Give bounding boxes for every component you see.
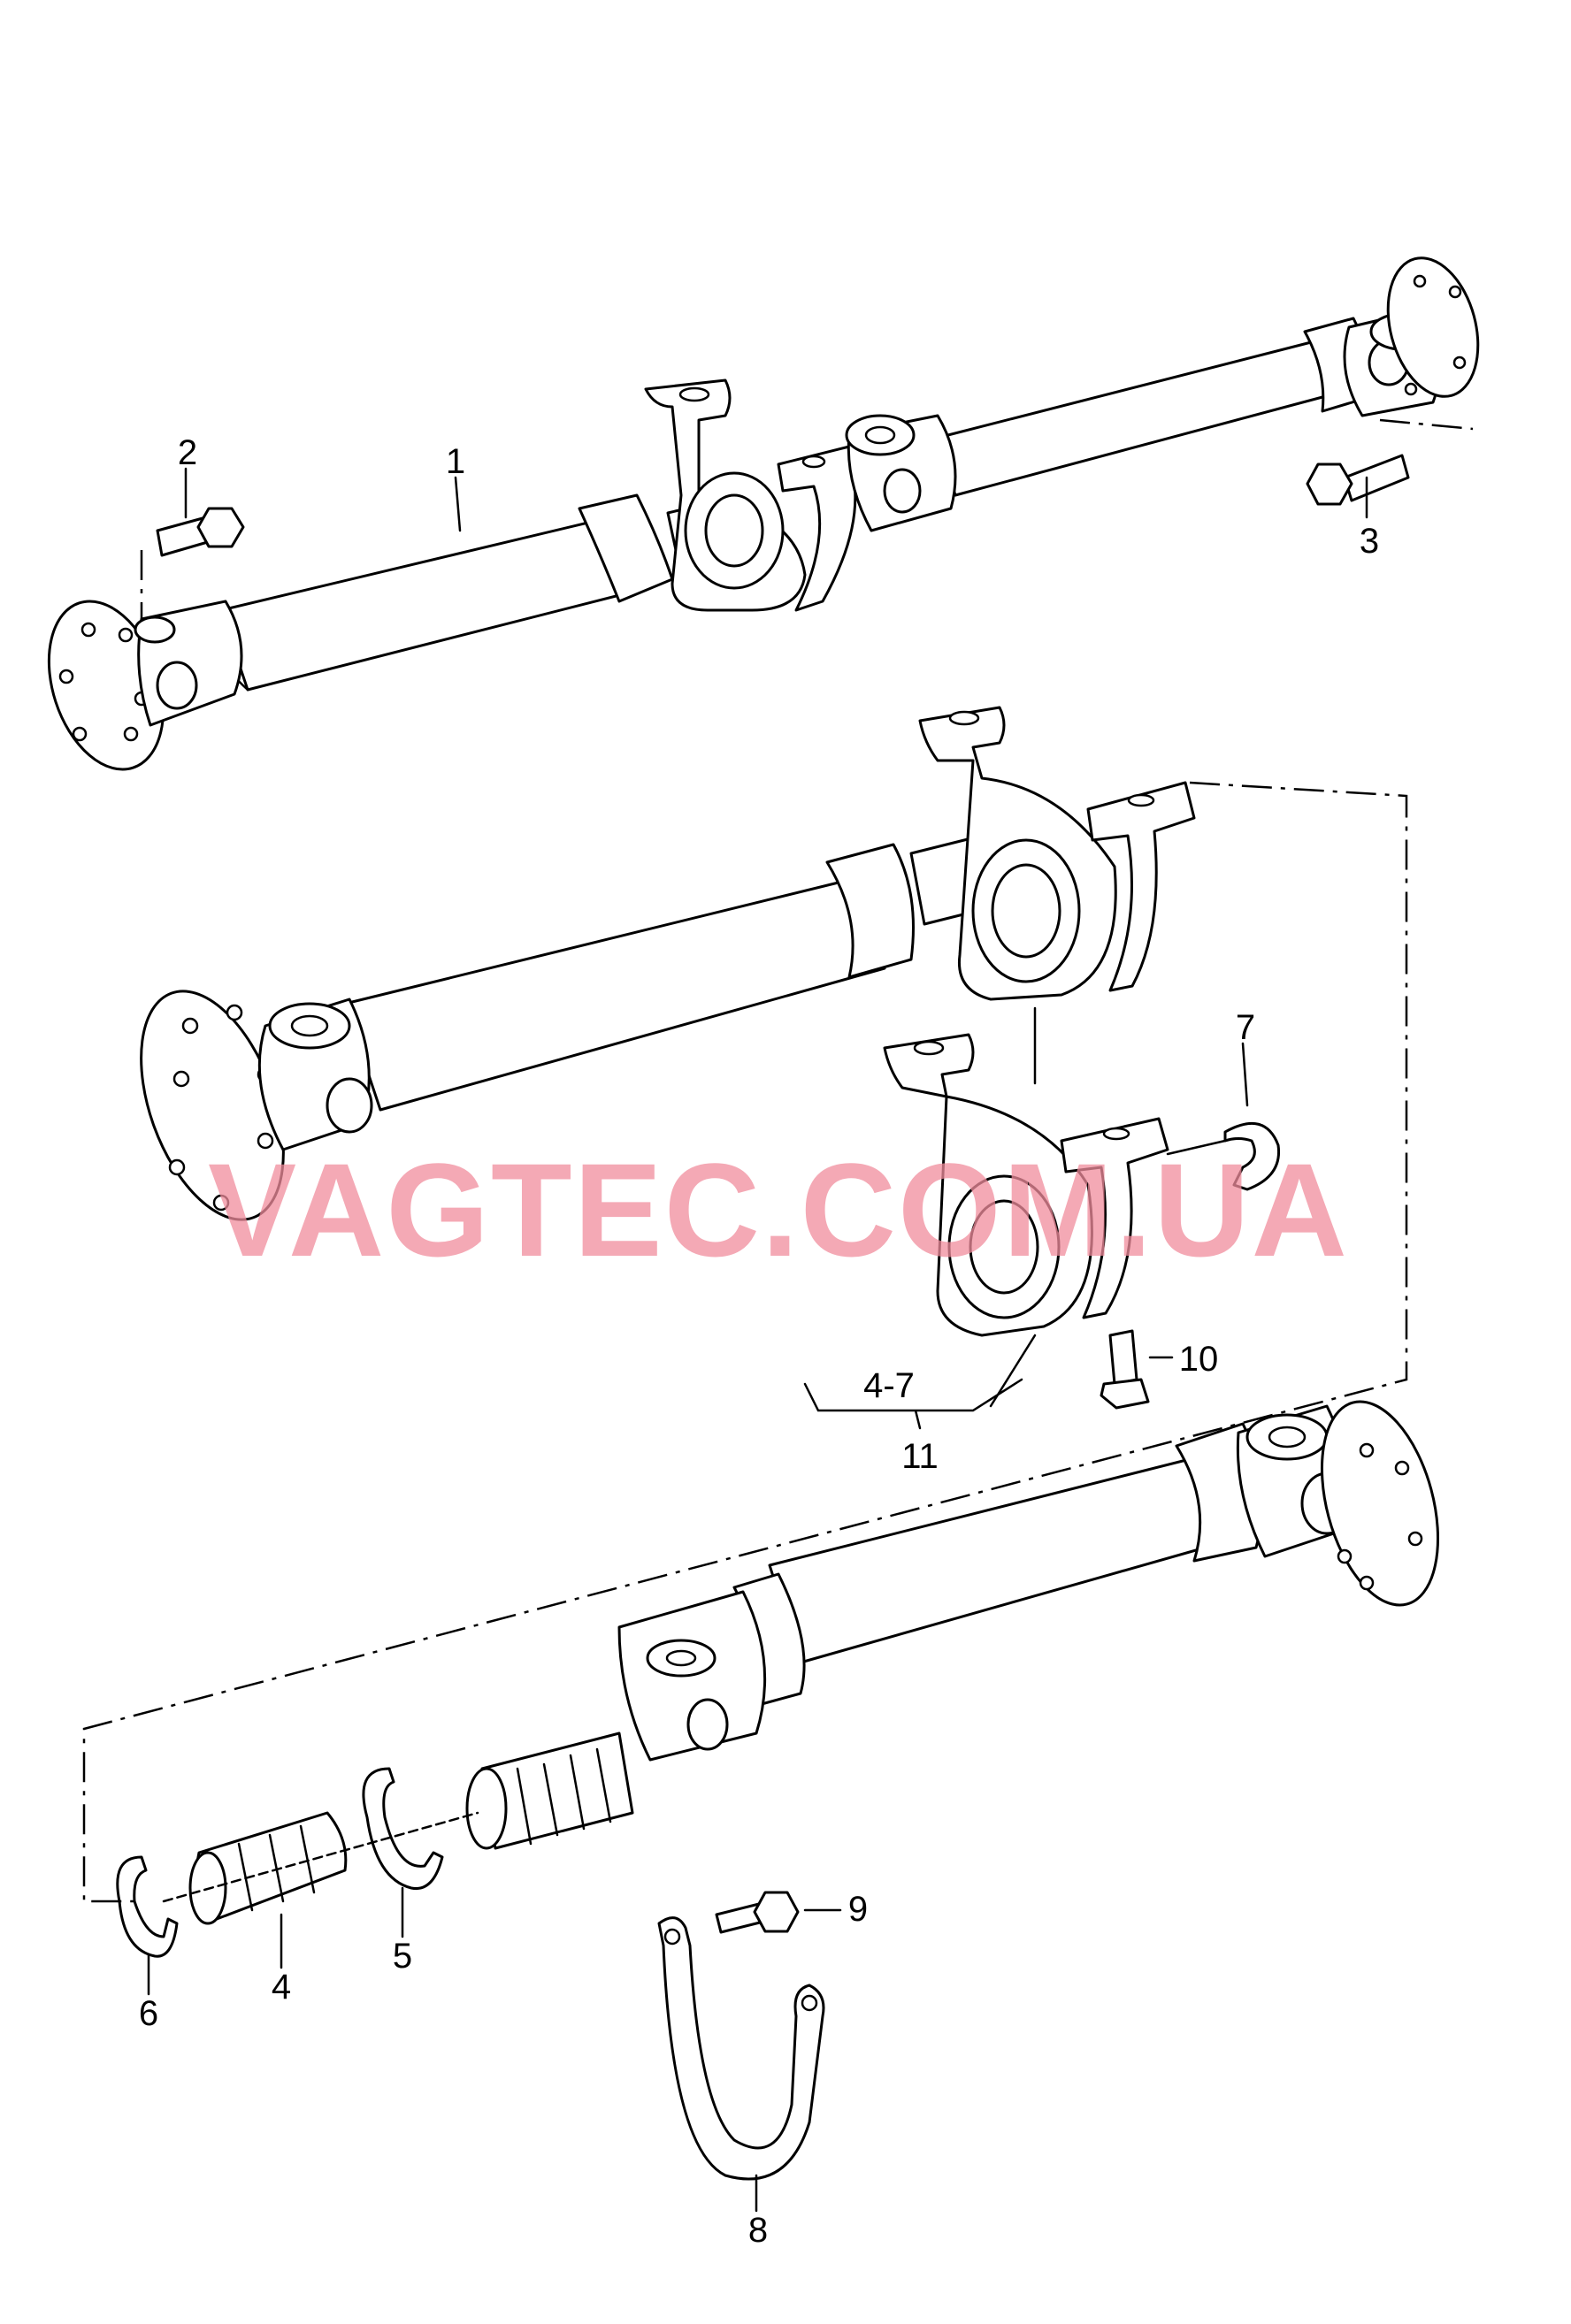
callout-11: 11 bbox=[901, 1437, 939, 1476]
bolt-10 bbox=[1100, 1329, 1150, 1410]
callout-2: 2 bbox=[178, 433, 197, 472]
callout-3: 3 bbox=[1360, 522, 1379, 561]
callout-7: 7 bbox=[1236, 1008, 1255, 1047]
callout-6: 6 bbox=[139, 1994, 158, 2033]
bolt-2 bbox=[156, 507, 245, 557]
bolt-9 bbox=[715, 1891, 800, 1934]
propshaft-assembly bbox=[47, 256, 1480, 771]
callout-8: 8 bbox=[748, 2211, 768, 2250]
callout-9: 9 bbox=[848, 1890, 868, 1929]
bolt-3 bbox=[1306, 454, 1410, 506]
callout-1: 1 bbox=[446, 442, 465, 481]
callout-5: 5 bbox=[393, 1937, 412, 1976]
watermark: VAGTEC.COM.UA bbox=[208, 1135, 1349, 1284]
front-shaft-assembly bbox=[140, 706, 1281, 1410]
callout-10: 10 bbox=[1179, 1340, 1219, 1379]
rear-shaft-assembly bbox=[116, 1400, 1440, 2181]
callout-4: 4 bbox=[272, 1968, 291, 2007]
callout-4-7: 4-7 bbox=[863, 1366, 915, 1405]
